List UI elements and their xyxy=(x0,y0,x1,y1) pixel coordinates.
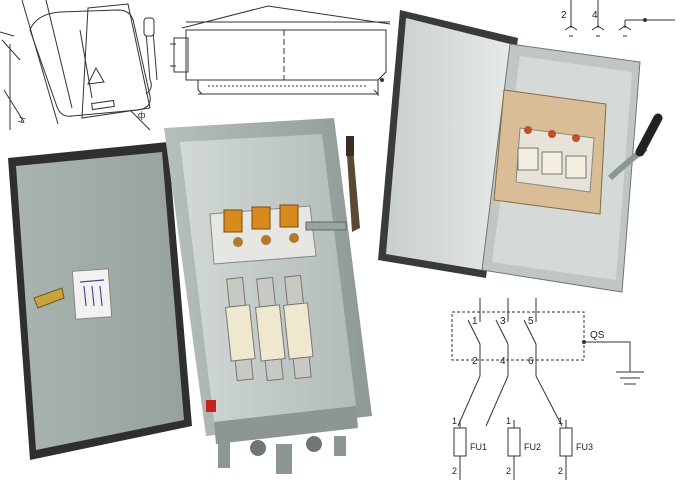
angled-switch-board xyxy=(493,89,607,215)
terminal-2-label: 2 xyxy=(561,10,567,21)
terminal-5-label: 5 xyxy=(528,316,534,327)
cabinet-outline-drawing: H ф xyxy=(0,0,158,131)
wiring-diagram: 1 3 5 2 4 6 QS 1 FU1 2 1 FU2 2 1 FU3 2 xyxy=(451,298,644,480)
side-view-drawing xyxy=(170,5,391,96)
top-terminal-schematic: 2 4 xyxy=(561,0,675,37)
terminal-4-label: 4 xyxy=(592,10,598,21)
cabinet-door xyxy=(8,142,192,460)
fu3-out-label: 2 xyxy=(558,466,563,476)
terminal-2-bottom-label: 2 xyxy=(472,356,478,367)
switch-mechanism xyxy=(209,204,347,265)
angled-cabinet-lid xyxy=(378,10,518,278)
qs-label: QS xyxy=(590,330,605,341)
height-label: H xyxy=(16,116,27,125)
fu2-out-label: 2 xyxy=(506,466,511,476)
terminal-3-label: 3 xyxy=(500,316,506,327)
fu3-in-label: 1 xyxy=(558,416,563,426)
fu3-label: FU3 xyxy=(576,442,593,452)
terminal-6-bottom-label: 6 xyxy=(528,356,534,367)
fu1-label: FU1 xyxy=(470,442,487,452)
angled-handle xyxy=(607,113,663,181)
terminal-1-label: 1 xyxy=(472,316,478,327)
terminal-4-bottom-label: 4 xyxy=(500,356,506,367)
diameter-label: ф xyxy=(138,110,146,120)
fuse-holders xyxy=(225,274,314,382)
fu1-out-label: 2 xyxy=(452,466,457,476)
angled-cabinet-photo xyxy=(378,10,663,293)
fu2-label: FU2 xyxy=(524,442,541,452)
open-switch-cabinet-photo xyxy=(8,118,372,474)
fu2-in-label: 1 xyxy=(506,416,511,426)
fu1-in-label: 1 xyxy=(452,416,457,426)
